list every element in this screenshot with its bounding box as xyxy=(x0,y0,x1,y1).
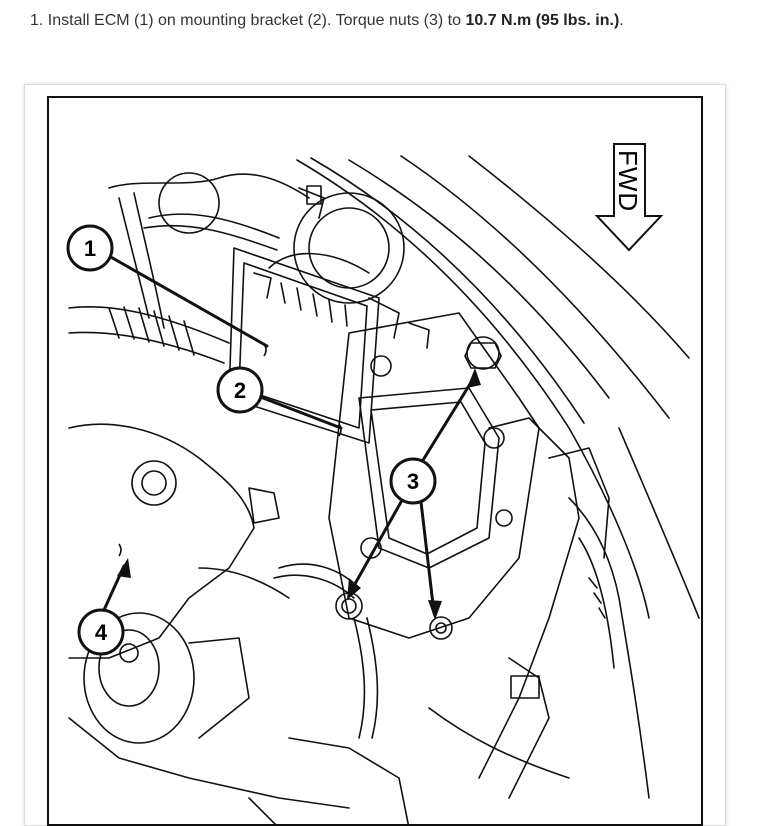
ecm-installation-diagram: 1 2 3 4 FWD xyxy=(47,96,703,826)
fwd-arrow-icon xyxy=(594,143,664,252)
instruction-prefix: 1. Install ECM (1) on mounting bracket (… xyxy=(30,12,466,29)
callout-1-label: 1 xyxy=(84,236,96,261)
callout-1-circle xyxy=(66,224,114,272)
instruction-text: 1. Install ECM (1) on mounting bracket (… xyxy=(30,11,624,31)
callout-3-circle xyxy=(389,457,437,505)
instruction-suffix: . xyxy=(619,12,624,29)
fwd-label: FWD xyxy=(613,150,643,212)
diagram-drawing: 1 2 3 4 FWD xyxy=(66,143,700,824)
torque-spec: 10.7 N.m (95 lbs. in.) xyxy=(465,12,620,29)
callout-3-label: 3 xyxy=(407,469,419,494)
callout-2-circle xyxy=(216,366,264,414)
callout-4-label: 4 xyxy=(95,620,108,645)
callout-4-circle xyxy=(77,608,125,656)
callout-2-label: 2 xyxy=(234,378,246,403)
